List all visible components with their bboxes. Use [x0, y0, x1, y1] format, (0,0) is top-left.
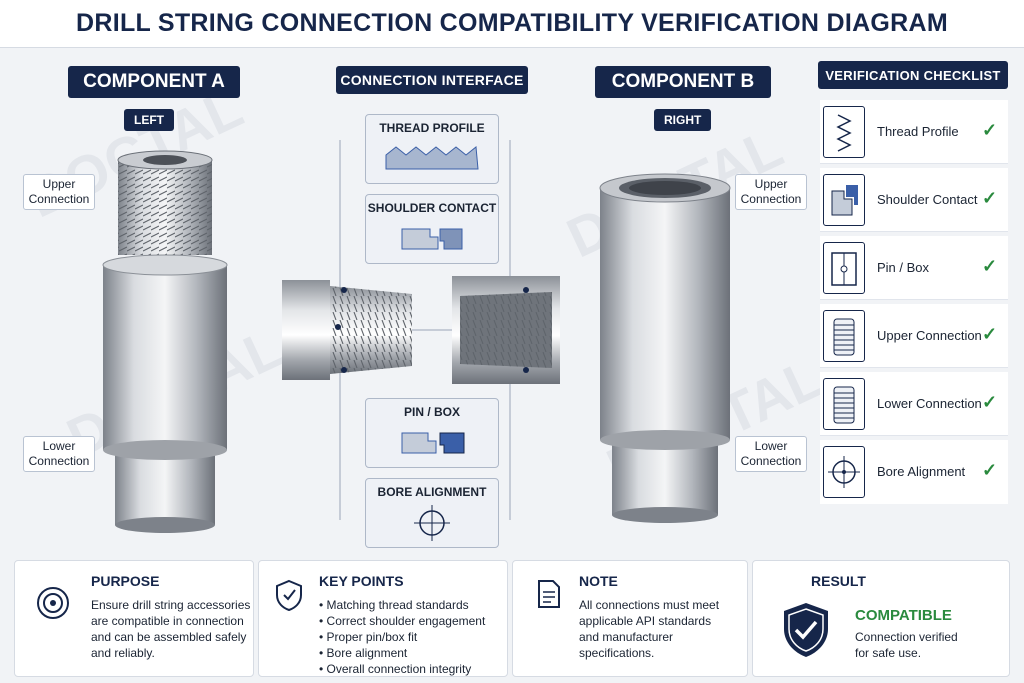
component-a-side-label: LEFT [124, 109, 174, 131]
checklist-item-upper-connection: Upper Connection ✓ [820, 304, 1008, 368]
target-icon [37, 587, 69, 619]
component-b-upper-connection-callout: Upper Connection [735, 174, 807, 210]
checklist-item-thread-profile: Thread Profile ✓ [820, 100, 1008, 164]
key-points-list: Matching thread standards Correct should… [319, 597, 486, 677]
purpose-panel: PURPOSE Ensure drill string accessories … [14, 560, 254, 677]
pin-box-icon [823, 242, 865, 294]
purpose-heading: PURPOSE [91, 573, 160, 589]
checklist-item-label: Lower Connection [877, 396, 982, 411]
purpose-line: are compatible in connection [91, 614, 244, 628]
pin-box-icon [401, 432, 465, 454]
connection-interface-title: CONNECTION INTERFACE [336, 66, 528, 94]
result-panel: RESULT COMPATIBLE Connection verified fo… [752, 560, 1010, 677]
component-a-lower-connection-callout: Lower Connection [23, 436, 95, 472]
list-item: Proper pin/box fit [319, 629, 485, 645]
checklist-item-label: Bore Alignment [877, 464, 966, 479]
note-line: and manufacturer [579, 630, 674, 644]
check-icon: ✓ [982, 324, 998, 344]
interface-box-shoulder-contact: SHOULDER CONTACT [365, 194, 499, 264]
verification-checklist-title: VERIFICATION CHECKLIST [818, 61, 1008, 89]
component-b-side-label: RIGHT [654, 109, 712, 131]
document-icon [538, 580, 560, 608]
component-a-pin-drawing [102, 150, 228, 533]
note-line: All connections must meet [579, 598, 720, 612]
pin-box-cutaway-drawing [282, 276, 560, 384]
checklist-item-shoulder-contact: Shoulder Contact ✓ [820, 168, 1008, 232]
component-b-title: COMPONENT B [595, 66, 771, 98]
interface-box-label: PIN / BOX [403, 405, 460, 419]
thread-profile-icon [385, 146, 479, 170]
checklist-item-pin-box: Pin / Box ✓ [820, 236, 1008, 300]
note-text: All connections must meet applicable API… [579, 597, 719, 661]
check-icon: ✓ [982, 460, 998, 480]
interface-box-thread-profile: THREAD PROFILE [365, 114, 499, 184]
key-points-panel: KEY POINTS Matching thread standards Cor… [258, 560, 508, 677]
interface-box-pin-box: PIN / BOX [365, 398, 499, 468]
shield-check-icon [276, 579, 302, 611]
lower-connection-icon [823, 378, 865, 430]
checklist-item-bore-alignment: Bore Alignment ✓ [820, 440, 1008, 504]
component-a-title: COMPONENT A [68, 66, 240, 98]
upper-connection-icon [823, 310, 865, 362]
result-line: for safe use. [855, 646, 922, 660]
checklist-item-label: Pin / Box [877, 260, 930, 275]
interface-box-bore-alignment: BORE ALIGNMENT [365, 478, 499, 548]
bore-alignment-icon [414, 505, 450, 541]
component-b-box-drawing [599, 173, 731, 523]
shoulder-contact-icon [401, 228, 463, 250]
shoulder-contact-icon [823, 174, 865, 226]
check-icon: ✓ [982, 120, 998, 140]
list-item: Overall connection integrity [319, 661, 485, 677]
note-heading: NOTE [579, 573, 618, 589]
check-icon: ✓ [982, 392, 998, 412]
thread-profile-icon [823, 106, 865, 158]
list-item: Matching thread standards [319, 597, 485, 613]
note-panel: NOTE All connections must meet applicabl… [512, 560, 748, 677]
result-line: Connection verified [855, 630, 958, 644]
note-line: applicable API standards [579, 614, 712, 628]
component-b-lower-connection-callout: Lower Connection [735, 436, 807, 472]
title-bar: DRILL STRING CONNECTION COMPATIBILITY VE… [0, 0, 1024, 48]
result-heading: RESULT [811, 573, 866, 589]
component-a-upper-connection-callout: Upper Connection [23, 174, 95, 210]
list-item: Correct shoulder engagement [319, 613, 486, 629]
purpose-line: and reliably. [91, 646, 155, 660]
check-icon: ✓ [982, 188, 998, 208]
interface-box-label: THREAD PROFILE [379, 121, 485, 135]
checklist-item-label: Upper Connection [877, 328, 982, 343]
list-item: Bore alignment [319, 645, 485, 661]
note-line: specifications. [579, 646, 655, 660]
interface-box-label: SHOULDER CONTACT [367, 201, 497, 215]
result-status: COMPATIBLE [855, 607, 952, 624]
shield-check-icon [784, 603, 828, 657]
interface-box-label: BORE ALIGNMENT [377, 485, 487, 499]
bore-alignment-icon [823, 446, 865, 498]
purpose-text: Ensure drill string accessories are comp… [91, 597, 250, 661]
purpose-line: and can be assembled safely [91, 630, 247, 644]
key-points-heading: KEY POINTS [319, 573, 404, 589]
result-text: Connection verified for safe use. [855, 629, 958, 661]
check-icon: ✓ [982, 256, 998, 276]
purpose-line: Ensure drill string accessories [91, 598, 251, 612]
checklist-item-lower-connection: Lower Connection ✓ [820, 372, 1008, 436]
checklist-item-label: Shoulder Contact [877, 192, 978, 207]
checklist-item-label: Thread Profile [877, 124, 959, 139]
page-title: DRILL STRING CONNECTION COMPATIBILITY VE… [75, 9, 948, 37]
